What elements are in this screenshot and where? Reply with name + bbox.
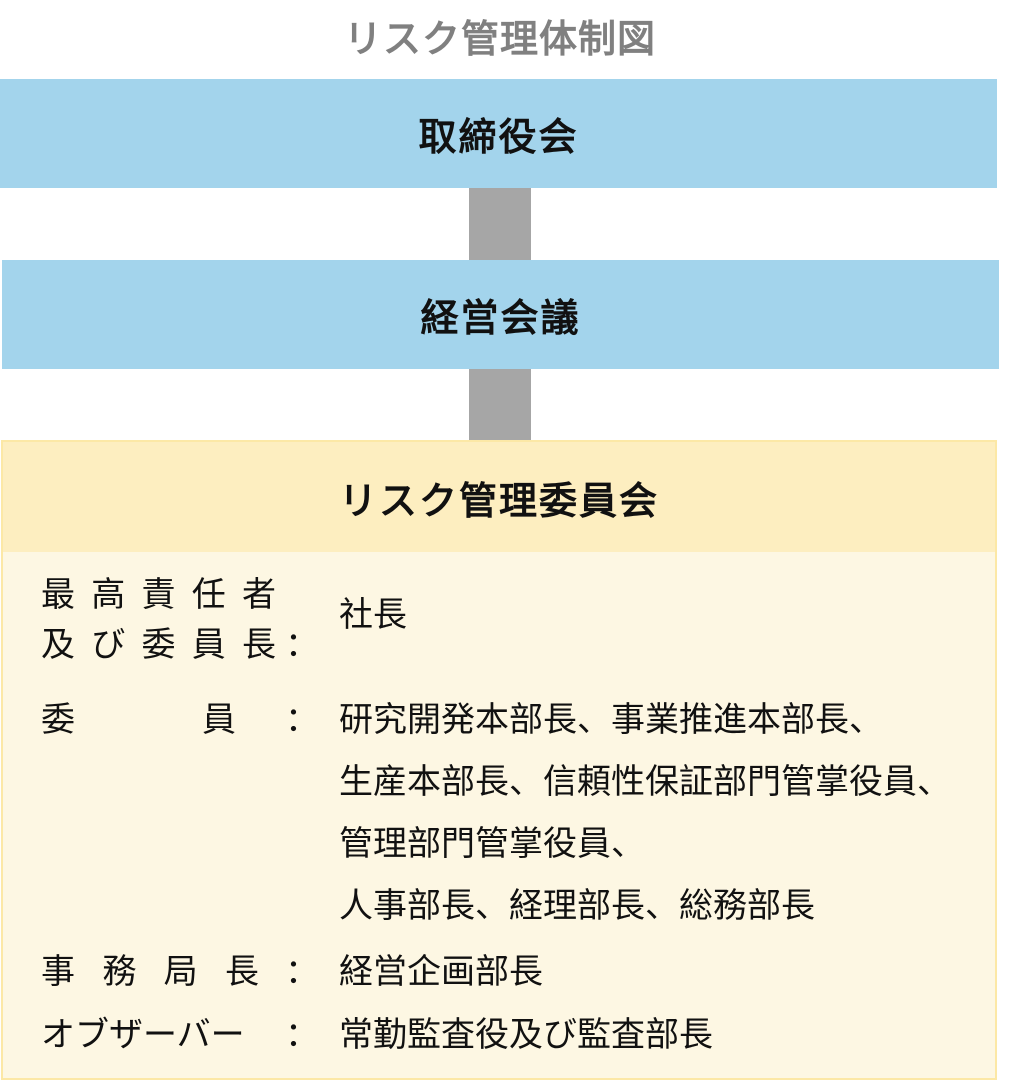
chair-label-line1: 最 高 責 任 者 [41,570,276,620]
observer-label-text: オブザーバー [41,1015,245,1055]
diagram-title: リスク管理体制図 [343,17,656,61]
members-value: 研究開発本部長、事業推進本部長、 生産本部長、信頼性保証部門管掌役員、 管理部門… [339,689,951,937]
management-meeting-box: 経営会議 [2,260,999,369]
chair-label-char: 及 [41,625,75,665]
risk-committee-title: リスク管理委員会 [338,478,659,523]
secretariat-label-char: 長 [224,952,259,992]
chair-label-char: 員 [191,625,226,665]
observer-value: 常勤監査役及び監査部長 [339,1015,713,1055]
management-meeting-label: 経営会議 [420,296,581,340]
members-value-line: 研究開発本部長、事業推進本部長、 [339,700,883,740]
secretariat-label-char: 事 [41,952,75,992]
members-value-line: 人事部長、経理部長、総務部長 [339,886,815,926]
risk-committee-header: リスク管理委員会 [3,442,995,552]
members-value-line: 管理部門管掌役員、 [339,824,645,864]
observer-colon: ： [285,1015,319,1055]
secretariat-label: 事 務 局 長 [41,947,259,997]
board-of-directors-label: 取締役会 [418,115,579,159]
members-label-char: 員 [202,700,236,740]
secretariat-value: 経営企画部長 [339,952,543,992]
chair-colon: ： [285,625,319,665]
chair-label-char: 最 [41,575,75,615]
chair-value: 社長 [339,595,407,635]
observer-label: オブザーバー [41,1010,276,1060]
chair-label-char: 任 [191,575,226,615]
chair-label-char: 長 [242,625,276,665]
secretariat-colon: ： [285,952,319,992]
members-value-line: 生産本部長、信頼性保証部門管掌役員、 [339,762,951,802]
members-colon: ： [285,700,319,740]
secretariat-label-char: 務 [102,952,137,992]
chair-label-char: び [91,625,126,665]
connector-management-to-committee [469,369,531,442]
chair-label-line2: 及 び 委 員 長 [41,620,276,670]
risk-committee-box: リスク管理委員会 最 高 責 任 者 及 び 委 員 長 ： 社長 委 員 ： … [1,440,997,1080]
chair-label-char: 委 [141,625,176,665]
board-of-directors-box: 取締役会 [0,79,997,188]
secretariat-label-char: 局 [163,952,198,992]
chair-label-char: 高 [91,575,126,615]
connector-board-to-management [469,188,531,260]
members-label-char: 委 [41,700,75,740]
members-label: 委 員 [41,695,236,745]
chair-label-char: 者 [242,575,276,615]
chair-label-char: 責 [141,575,176,615]
